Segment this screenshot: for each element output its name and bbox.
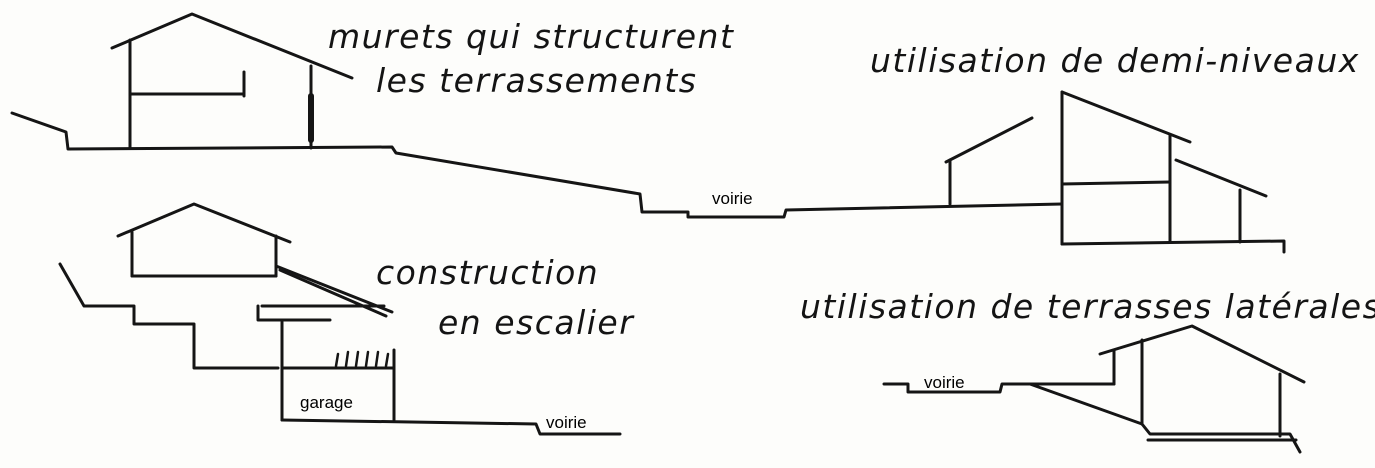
caption-murets-line2: les terrassements [376, 61, 697, 100]
sketch-escalier-house [58, 202, 622, 436]
label-voirie-bottom-left: voirie [546, 413, 587, 432]
caption-escalier-line2: en escalier [438, 303, 635, 342]
label-voirie-center: voirie [712, 189, 753, 208]
caption-murets-line1: murets qui structurent [328, 17, 734, 56]
caption-escalier-line1: construction [376, 253, 599, 292]
label-garage: garage [300, 393, 353, 412]
caption-demi-niveaux: utilisation de demi-niveaux [870, 41, 1360, 80]
sketch-terrasses-laterales-house [882, 324, 1306, 454]
sketch-demi-niveaux-house [944, 90, 1286, 254]
terrain-profile-top [10, 111, 1064, 219]
caption-terrasses-laterales: utilisation de terrasses latérales [800, 287, 1375, 326]
sketch-murets-house [110, 12, 354, 150]
label-voirie-bottom-right: voirie [924, 373, 965, 392]
